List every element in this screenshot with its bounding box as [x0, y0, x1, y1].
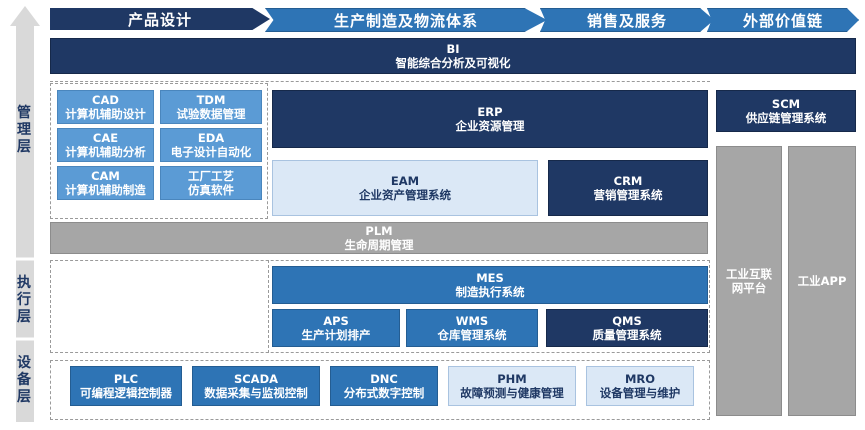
execution-frame — [50, 260, 710, 353]
erp-box: ERP 企业资源管理 — [272, 90, 708, 148]
box-name: 生产计划排产 — [301, 328, 371, 342]
box-name: 制造执行系统 — [455, 285, 525, 299]
header-label: 生产制造及物流体系 — [333, 11, 478, 30]
plc-box: PLC 可编程逻辑控制器 — [70, 366, 182, 406]
layer-arrow — [10, 6, 40, 422]
layer-char: 设 — [17, 354, 31, 371]
cae-box: CAE 计算机辅助分析 — [57, 128, 154, 162]
box-name: 供应链管理系统 — [745, 111, 827, 125]
scada-box: SCADA 数据采集与监视控制 — [192, 366, 320, 406]
layer-char: 管 — [17, 104, 31, 121]
box-name: 生命周期管理 — [344, 238, 414, 252]
phm-box: PHM 故障预测与健康管理 — [448, 366, 576, 406]
design-tools-frame — [50, 83, 268, 219]
factory-process-box: 工厂工艺 仿真软件 — [160, 166, 262, 200]
box-code: QMS — [612, 314, 642, 328]
box-code: CAE — [92, 131, 119, 145]
box-code: CAD — [92, 93, 119, 107]
box-name: 计算机辅助设计 — [65, 107, 146, 121]
mro-box: MRO 设备管理与维护 — [586, 366, 694, 406]
box-name: 电子设计自动化 — [170, 145, 252, 159]
tdm-box: TDM 试验数据管理 — [160, 90, 262, 124]
box-name: 工业互联 — [726, 267, 772, 281]
cam-box: CAM 计算机辅助制造 — [57, 166, 154, 200]
box-code: BI — [446, 42, 460, 56]
box-name: 计算机辅助制造 — [65, 183, 146, 197]
box-name: 仓库管理系统 — [437, 328, 507, 342]
box-code: TDM — [196, 93, 226, 107]
box-name: 可编程逻辑控制器 — [80, 386, 172, 400]
box-name: 设备管理与维护 — [599, 386, 681, 400]
box-code: SCADA — [233, 372, 279, 386]
divider-line — [50, 81, 710, 82]
header-product-design: 产品设计 — [50, 8, 270, 30]
bi-box: BI 智能综合分析及可视化 — [50, 38, 856, 74]
box-code: MES — [476, 271, 504, 285]
layer-char: 层 — [17, 308, 31, 325]
header-sales-service: 销售及服务 — [540, 8, 714, 32]
box-name: 工业APP — [797, 274, 847, 288]
layer-label-equipment: 设 备 层 — [12, 350, 36, 410]
header-label: 销售及服务 — [586, 11, 667, 30]
box-code: MRO — [624, 372, 656, 386]
box-code: EDA — [197, 131, 225, 145]
box-name: 仿真软件 — [188, 183, 234, 197]
aps-box: APS 生产计划排产 — [272, 309, 400, 347]
box-code: PLM — [365, 224, 393, 238]
box-code: APS — [323, 314, 349, 328]
box-name: 网平台 — [731, 281, 767, 295]
layer-label-management: 管 理 层 — [12, 100, 36, 160]
box-name: 智能综合分析及可视化 — [395, 56, 511, 70]
box-code: ERP — [477, 105, 503, 119]
header-production-logistics: 生产制造及物流体系 — [265, 8, 547, 32]
layer-label-execution: 执 行 层 — [12, 270, 36, 330]
box-code: CAM — [91, 169, 120, 183]
layer-char: 备 — [17, 371, 31, 388]
layer-char: 层 — [17, 388, 31, 405]
box-name: 质量管理系统 — [592, 328, 662, 342]
box-name: 分布式数字控制 — [343, 386, 425, 400]
box-code: PLC — [113, 372, 139, 386]
eda-box: EDA 电子设计自动化 — [160, 128, 262, 162]
eam-box: EAM 企业资产管理系统 — [272, 160, 538, 216]
box-code: WMS — [455, 314, 489, 328]
header-label: 产品设计 — [127, 10, 192, 29]
box-name: 数据采集与监视控制 — [204, 386, 308, 400]
equipment-frame — [50, 360, 710, 420]
mes-box: MES 制造执行系统 — [272, 266, 708, 304]
divider-line — [268, 260, 269, 353]
plm-box: PLM 生命周期管理 — [50, 222, 708, 254]
layer-char: 理 — [17, 121, 31, 138]
box-name: 试验数据管理 — [176, 107, 246, 121]
box-code: PHM — [497, 372, 527, 386]
wms-box: WMS 仓库管理系统 — [406, 309, 538, 347]
header-external-value-chain: 外部价值链 — [707, 8, 859, 32]
box-name: 营销管理系统 — [593, 188, 663, 202]
layer-char: 层 — [17, 138, 31, 155]
scm-box: SCM 供应链管理系统 — [716, 90, 856, 132]
layer-char: 执 — [17, 274, 31, 291]
box-name: 企业资产管理系统 — [359, 188, 451, 202]
layer-char: 行 — [17, 291, 31, 308]
crm-box: CRM 营销管理系统 — [548, 160, 708, 216]
dnc-box: DNC 分布式数字控制 — [330, 366, 438, 406]
box-name: 企业资源管理 — [455, 119, 525, 133]
box-code: DNC — [370, 372, 398, 386]
industrial-internet-platform-box: 工业互联 网平台 — [716, 146, 782, 416]
box-code: 工厂工艺 — [188, 169, 234, 183]
qms-box: QMS 质量管理系统 — [546, 309, 708, 347]
box-name: 计算机辅助分析 — [65, 145, 146, 159]
industrial-app-box: 工业APP — [788, 146, 856, 416]
box-code: CRM — [613, 174, 643, 188]
cad-box: CAD 计算机辅助设计 — [57, 90, 154, 124]
box-code: EAM — [390, 174, 420, 188]
box-name: 故障预测与健康管理 — [460, 386, 564, 400]
header-label: 外部价值链 — [742, 11, 823, 30]
box-code: SCM — [771, 97, 801, 111]
